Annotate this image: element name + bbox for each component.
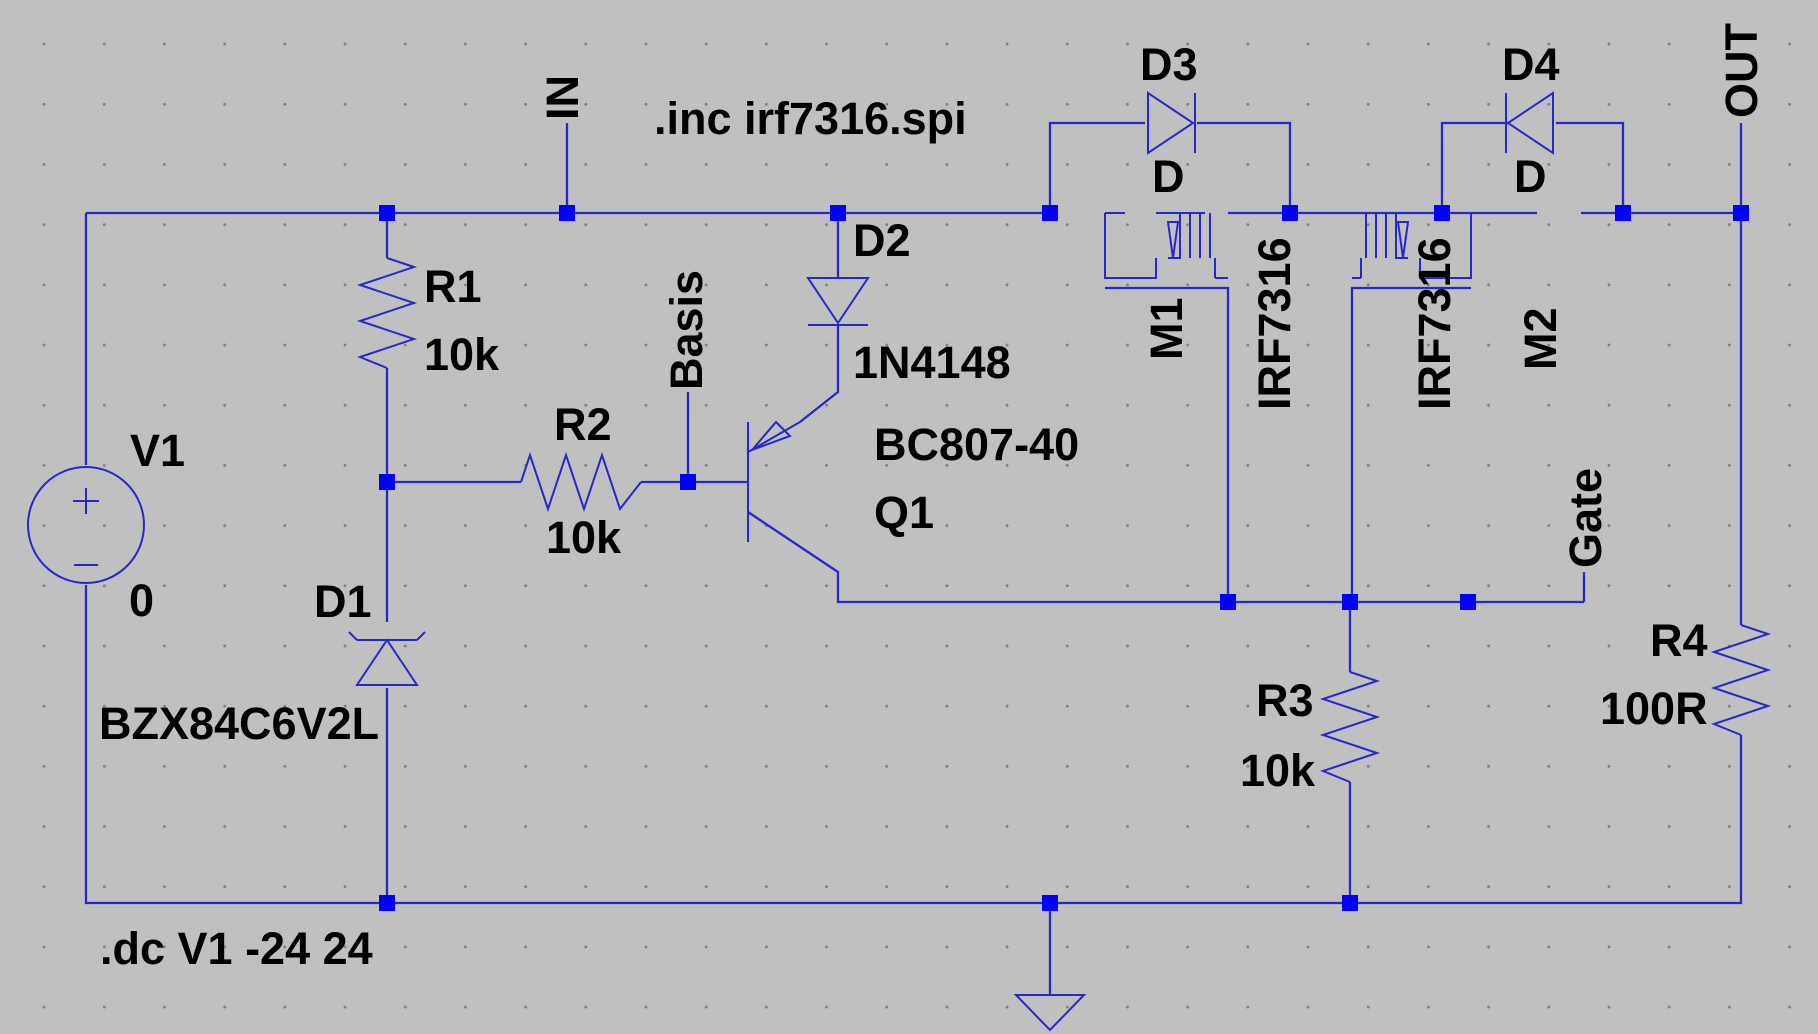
d4-name: D4 bbox=[1502, 39, 1560, 90]
voltage-source-v1[interactable] bbox=[27, 466, 145, 584]
junction-dot[interactable] bbox=[1434, 205, 1450, 221]
junction-dot[interactable] bbox=[1733, 205, 1749, 221]
junction-dot[interactable] bbox=[1460, 594, 1476, 610]
net-label-in[interactable]: IN bbox=[537, 75, 588, 120]
wire-m1-gate[interactable] bbox=[1105, 286, 1230, 602]
junction-dot[interactable] bbox=[1282, 205, 1298, 221]
junction-dot[interactable] bbox=[830, 205, 846, 221]
v1-name: V1 bbox=[130, 425, 185, 476]
wire-d2-bottom[interactable] bbox=[799, 325, 840, 423]
mosfet-m2[interactable] bbox=[1352, 212, 1472, 279]
spice-dc-directive[interactable]: .dc V1 -24 24 bbox=[100, 923, 373, 974]
wire-bottom-rail[interactable] bbox=[387, 735, 1743, 905]
d2-value: 1N4148 bbox=[853, 337, 1011, 388]
r1-value: 10k bbox=[424, 329, 500, 380]
wire-d3-loop[interactable] bbox=[1048, 121, 1145, 213]
d3-pin-label: D bbox=[1152, 151, 1185, 202]
r3-name: R3 bbox=[1256, 675, 1314, 726]
wire-m2-gate[interactable] bbox=[1350, 286, 1471, 602]
r4-name: R4 bbox=[1650, 615, 1708, 666]
junction-dot[interactable] bbox=[379, 474, 395, 490]
d1-name: D1 bbox=[314, 576, 372, 627]
wire-d3-right[interactable] bbox=[1197, 121, 1292, 213]
mosfet-m1[interactable] bbox=[1104, 212, 1228, 279]
wire-d4-right[interactable] bbox=[1556, 121, 1625, 213]
resistor-r1[interactable] bbox=[356, 257, 418, 369]
junction-dot[interactable] bbox=[379, 205, 395, 221]
net-label-basis[interactable]: Basis bbox=[661, 270, 712, 390]
pnp-transistor-q1[interactable] bbox=[747, 420, 801, 542]
q1-name: Q1 bbox=[874, 487, 934, 538]
wire-q1-collector[interactable] bbox=[747, 511, 1584, 604]
junction-dot[interactable] bbox=[379, 895, 395, 911]
junction-dot[interactable] bbox=[1042, 895, 1058, 911]
wires bbox=[84, 121, 1743, 995]
zener-diode-d1[interactable] bbox=[348, 631, 426, 686]
q1-value: BC807-40 bbox=[874, 419, 1079, 470]
r1-name: R1 bbox=[424, 261, 482, 312]
d1-value: BZX84C6V2L bbox=[99, 698, 379, 749]
m2-name: M2 bbox=[1515, 307, 1566, 370]
diode-d4[interactable] bbox=[1505, 91, 1554, 155]
wire-d4-loop[interactable] bbox=[1440, 121, 1508, 213]
net-label-gate[interactable]: Gate bbox=[1560, 468, 1611, 568]
m1-value: IRF7316 bbox=[1249, 237, 1300, 410]
d2-name: D2 bbox=[853, 215, 911, 266]
m2-value: IRF7316 bbox=[1409, 237, 1460, 410]
net-label-out[interactable]: OUT bbox=[1716, 23, 1767, 118]
diode-d2[interactable] bbox=[806, 277, 870, 326]
diode-d3[interactable] bbox=[1147, 91, 1196, 155]
d3-name: D3 bbox=[1140, 39, 1198, 90]
junction-dot[interactable] bbox=[680, 474, 696, 490]
ground-symbol[interactable] bbox=[1013, 994, 1087, 1032]
junction-dot[interactable] bbox=[1342, 895, 1358, 911]
resistor-r3[interactable] bbox=[1319, 671, 1381, 783]
junction-dot[interactable] bbox=[1220, 594, 1236, 610]
wire-left-rail-lower[interactable] bbox=[84, 585, 387, 905]
r2-value: 10k bbox=[546, 512, 622, 563]
spice-include-directive[interactable]: .inc irf7316.spi bbox=[654, 93, 967, 144]
junction-dot[interactable] bbox=[1342, 594, 1358, 610]
junctions bbox=[379, 205, 1749, 911]
r3-value: 10k bbox=[1240, 745, 1316, 796]
m1-name: M1 bbox=[1141, 297, 1192, 360]
resistor-r4[interactable] bbox=[1710, 624, 1772, 736]
junction-dot[interactable] bbox=[1042, 205, 1058, 221]
r4-value: 100R bbox=[1600, 683, 1708, 734]
junction-dot[interactable] bbox=[1615, 205, 1631, 221]
r2-name: R2 bbox=[554, 399, 612, 450]
labels: .inc irf7316.spi .dc V1 -24 24 IN OUT Ba… bbox=[99, 23, 1767, 974]
resistor-r2[interactable] bbox=[520, 451, 642, 513]
v1-value: 0 bbox=[129, 575, 154, 626]
junction-dot[interactable] bbox=[559, 205, 575, 221]
d4-pin-label: D bbox=[1514, 151, 1547, 202]
